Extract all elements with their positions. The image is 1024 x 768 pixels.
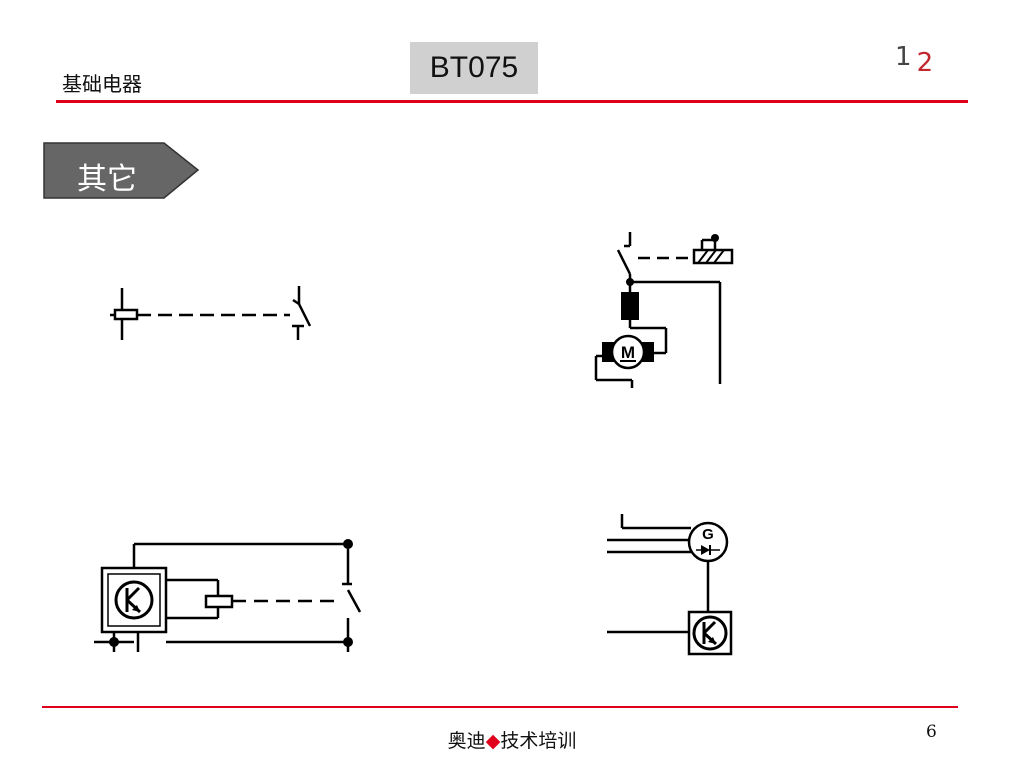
section-tab-arrow-shape [43, 142, 200, 199]
motor-label: M [621, 343, 635, 362]
motor-circuit-symbol: M [594, 232, 734, 388]
page-indicator: 1 2 [895, 42, 934, 78]
generator-circuit-symbol: G [607, 514, 733, 656]
footer-diamond-icon: ◆ [485, 730, 501, 752]
footer-brand: 奥迪 [447, 730, 486, 752]
header-left-title: 基础电器 [62, 72, 142, 96]
section-tab-label: 其它 [77, 162, 137, 197]
footer-subtitle: 技术培训 [500, 730, 577, 752]
page-indicator-total: 2 [916, 48, 934, 78]
course-code-box: BT075 [410, 42, 538, 94]
electronic-relay-circuit-symbol [94, 539, 362, 652]
page-number: 6 [926, 722, 937, 742]
header-divider [56, 100, 968, 103]
relay-contact-symbol [110, 286, 312, 340]
generator-label: G [702, 526, 714, 543]
page-indicator-current: 1 [895, 42, 912, 72]
footer-divider [42, 706, 958, 708]
footer-text: 奥迪◆技术培训 [0, 726, 1024, 753]
section-tab: 其它 [43, 142, 203, 204]
